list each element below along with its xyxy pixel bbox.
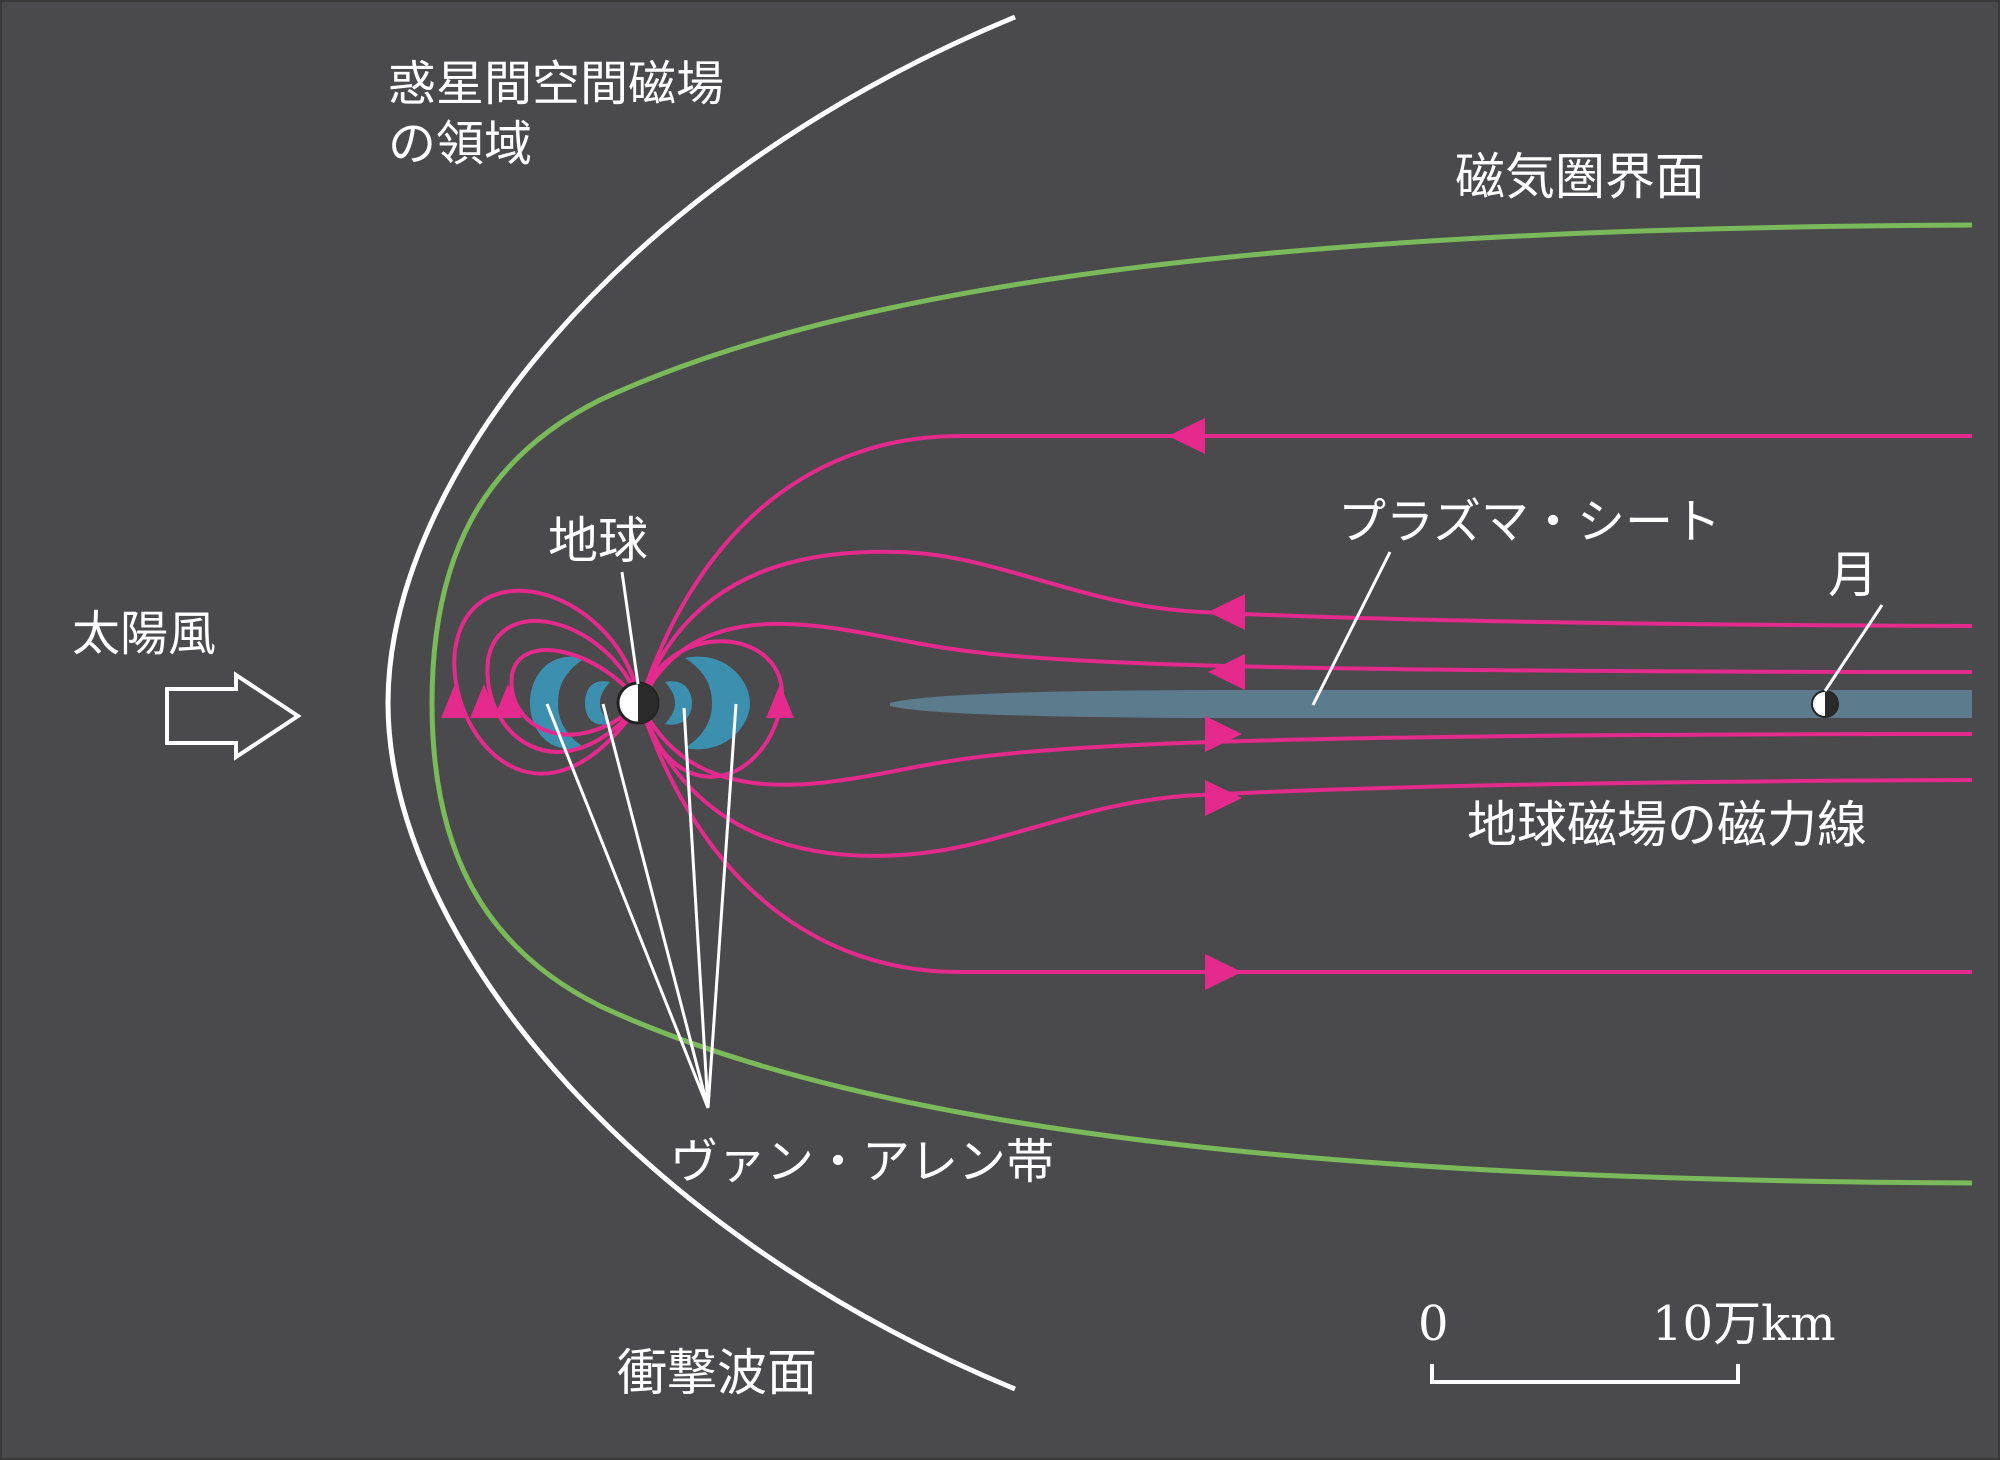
earth-label: 地球 [548, 512, 648, 570]
field-line-tail-lower-1 [638, 702, 1972, 974]
arrow-right-2 [1205, 780, 1242, 816]
arrow-up-1 [441, 684, 469, 718]
solar-wind-arrow [165, 671, 302, 761]
field-line-tail-lower-2 [638, 702, 1973, 858]
arrow-left-1 [1168, 418, 1205, 454]
imf-region-label-line1: 惑星間空間磁場 [388, 56, 724, 112]
van-allen-leader-1 [545, 703, 710, 1109]
plasma-sheet-label: プラズマ・シート [1338, 494, 1721, 550]
earth-leader [620, 571, 640, 685]
arrow-right-3 [1205, 954, 1242, 990]
scale-start-label: 0 [1418, 1296, 1449, 1352]
earth [616, 681, 660, 725]
plasma-sheet [890, 690, 1972, 718]
van-allen-outer-left [530, 656, 585, 750]
arrow-left-2 [1208, 594, 1245, 630]
imf-region-label-line2: の領域 [388, 116, 532, 172]
field-line-day-outer [452, 588, 642, 776]
leader-lines [545, 551, 1884, 1109]
van-allen-leader-4 [706, 703, 738, 1109]
scale-end-label: 10万km [1652, 1296, 1836, 1352]
earth-night-side [638, 683, 658, 723]
field-lines [452, 434, 1973, 974]
plasma-sheet-leader [1311, 551, 1392, 706]
arrow-up-3 [494, 684, 522, 718]
van-allen-label: ヴァン・アレン帯 [670, 1134, 1054, 1190]
arrow-left-3 [1208, 654, 1245, 690]
bow-shock [385, 14, 1016, 1392]
field-lines-label: 地球磁場の磁力線 [1467, 796, 1867, 854]
van-allen-inner-left [585, 681, 610, 725]
moon-night-side [1825, 691, 1838, 717]
arrow-up-4 [766, 684, 794, 718]
field-line-day-mid [485, 619, 642, 754]
arrow-right-1 [1205, 716, 1242, 752]
field-line-arrows [441, 418, 1245, 990]
bow-shock-label: 衝撃波面 [617, 1344, 817, 1402]
van-allen-leader-2 [601, 703, 710, 1109]
scale-bar [1430, 1364, 1740, 1384]
moon-label: 月 [1828, 546, 1878, 604]
magnetopause-label: 磁気圏界面 [1455, 148, 1705, 206]
moon-leader [1823, 604, 1884, 692]
field-line-day-inner [509, 648, 642, 737]
field-line-tail-upper-2 [638, 549, 1973, 704]
field-line-tail-upper-1 [638, 434, 1972, 704]
field-line-tail-upper-3 [638, 621, 1973, 704]
solar-wind-label: 太陽風 [72, 606, 216, 662]
moon [1811, 690, 1839, 718]
magnetopause [429, 222, 1973, 1186]
field-line-tail-lower-3 [638, 702, 1973, 787]
van-allen-leader-3 [682, 707, 710, 1109]
arrow-up-2 [470, 684, 498, 718]
